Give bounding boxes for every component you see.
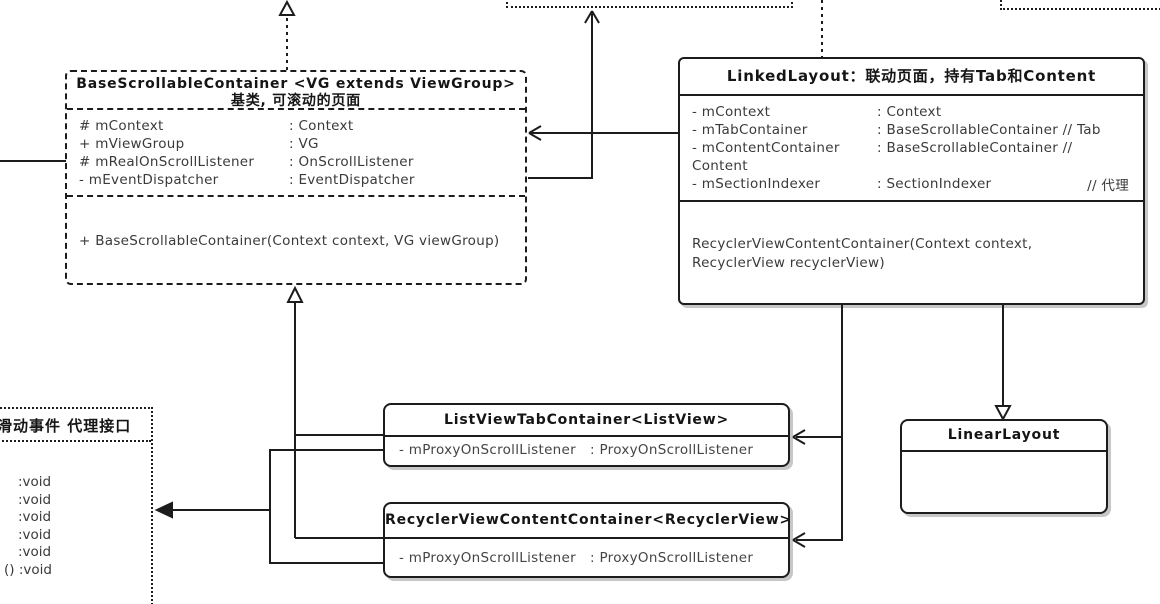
attribute-type: : ProxyOnScrollListener xyxy=(590,442,754,458)
method-row-line1: RecyclerViewContentContainer(Context con… xyxy=(692,236,1033,252)
attribute-name: # mRealOnScrollListener xyxy=(79,154,255,170)
association-line-linked-to-recyclerview xyxy=(796,305,843,541)
class-title: LinkedLayout：联动页面，持有Tab和Content xyxy=(680,59,1143,96)
attribute-type: : OnScrollListener xyxy=(289,154,414,170)
association-line-bsc-to-top-box xyxy=(528,13,593,179)
attribute-comment: // 代理 xyxy=(1087,178,1129,194)
attribute-row: - mContentContainer : BaseScrollableCont… xyxy=(692,139,1129,157)
attributes-section: # mContext : Context + mViewGroup : VG #… xyxy=(67,110,525,197)
class-title: BaseScrollableContainer <VG extends View… xyxy=(67,72,525,110)
interface-method-row: :void xyxy=(18,491,52,508)
interface-title: 滑动事件 代理接口 xyxy=(0,409,151,442)
open-arrow-left-icon xyxy=(792,429,806,445)
class-box-base-scrollable-container: BaseScrollableContainer <VG extends View… xyxy=(65,70,527,285)
attribute-name: - mContentContainer xyxy=(692,140,840,156)
attribute-name: - mProxyOnScrollListener xyxy=(399,549,576,566)
inheritance-triangle-down-icon xyxy=(994,405,1012,422)
attribute-type: : VG xyxy=(289,136,319,152)
open-arrow-left-icon xyxy=(792,532,806,548)
class-title-line2: 基类, 可滚动的页面 xyxy=(230,93,362,109)
attribute-name: - mEventDispatcher xyxy=(79,172,219,188)
partial-dotted-box-top-center xyxy=(506,0,793,8)
interface-method-row: :void xyxy=(18,526,52,543)
interface-method-row: :void xyxy=(18,544,52,560)
attribute-row: - mSectionIndexer : SectionIndexer // 代理 xyxy=(692,175,1129,194)
attribute-row: # mRealOnScrollListener : OnScrollListen… xyxy=(79,153,525,171)
interface-methods-section: :void :void :void :void :void () :void xyxy=(0,442,151,579)
method-row: + BaseScrollableContainer(Context contex… xyxy=(79,233,500,249)
attribute-type: : Context xyxy=(289,118,354,134)
attribute-name: - mTabContainer xyxy=(692,122,808,138)
class-title-line1: BaseScrollableContainer <VG extends View… xyxy=(76,76,516,92)
class-box-linear-layout: LinearLayout xyxy=(900,419,1108,514)
attributes-section: - mContext : Context - mTabContainer : B… xyxy=(680,96,1143,202)
class-title: LinearLayout xyxy=(902,421,1106,452)
open-arrow-up-icon xyxy=(584,10,600,24)
class-title: RecyclerViewContentContainer<RecyclerVie… xyxy=(385,504,791,539)
class-title: ListViewTabContainer<ListView> xyxy=(385,405,788,437)
attribute-name: + mViewGroup xyxy=(79,136,185,152)
attribute-type: : BaseScrollableContainer // Tab xyxy=(877,122,1101,138)
inheritance-triangle-icon xyxy=(286,285,304,303)
attribute-type: : BaseScrollableContainer // xyxy=(877,140,1073,156)
attribute-type: : Context xyxy=(877,104,942,120)
class-box-linked-layout: LinkedLayout：联动页面，持有Tab和Content - mConte… xyxy=(678,57,1145,305)
interface-method-row: :void xyxy=(18,509,52,525)
attribute-type: : SectionIndexer xyxy=(877,176,992,192)
attribute-row: - mTabContainer : BaseScrollableContaine… xyxy=(692,121,1129,139)
class-box-recyclerview-content-container: RecyclerViewContentContainer<RecyclerVie… xyxy=(383,502,791,578)
attribute-row: - mContext : Context xyxy=(692,103,1129,121)
attribute-name: # mContext xyxy=(79,118,164,134)
attribute-type: : EventDispatcher xyxy=(289,172,415,188)
interface-method-row: :void xyxy=(18,474,52,490)
attribute-row: - mProxyOnScrollListener : ProxyOnScroll… xyxy=(385,437,788,463)
attribute-row: + mViewGroup : VG xyxy=(79,135,525,153)
methods-section: RecyclerViewContentContainer(Context con… xyxy=(680,202,1143,273)
attribute-name: - mContext xyxy=(692,104,771,120)
method-row-line2: RecyclerView recyclerView) xyxy=(692,255,885,271)
attribute-row-wrap: Content xyxy=(692,157,1129,175)
attribute-type: : ProxyOnScrollListener xyxy=(590,549,754,566)
attribute-row: # mContext : Context xyxy=(79,117,525,135)
partial-dotted-box-top-right xyxy=(1000,0,1160,10)
attribute-row: - mProxyOnScrollListener : ProxyOnScroll… xyxy=(385,539,788,576)
interface-box-scroll-proxy: 滑动事件 代理接口 :void :void :void :void :void … xyxy=(0,407,153,604)
attribute-row: - mEventDispatcher : EventDispatcher xyxy=(79,171,525,189)
association-line-containers-to-interface xyxy=(269,449,383,564)
inheritance-triangle-icon xyxy=(278,0,296,16)
attribute-name: Content xyxy=(692,158,748,174)
open-arrow-left-icon xyxy=(528,125,542,141)
methods-section: + BaseScrollableContainer(Context contex… xyxy=(67,197,525,249)
interface-method-row: () :void xyxy=(4,561,52,578)
attribute-name: - mProxyOnScrollListener xyxy=(399,442,576,458)
filled-arrow-left-icon xyxy=(154,501,173,519)
class-box-listview-tab-container: ListViewTabContainer<ListView> - mProxyO… xyxy=(383,403,790,467)
attribute-name: - mSectionIndexer xyxy=(692,176,821,192)
